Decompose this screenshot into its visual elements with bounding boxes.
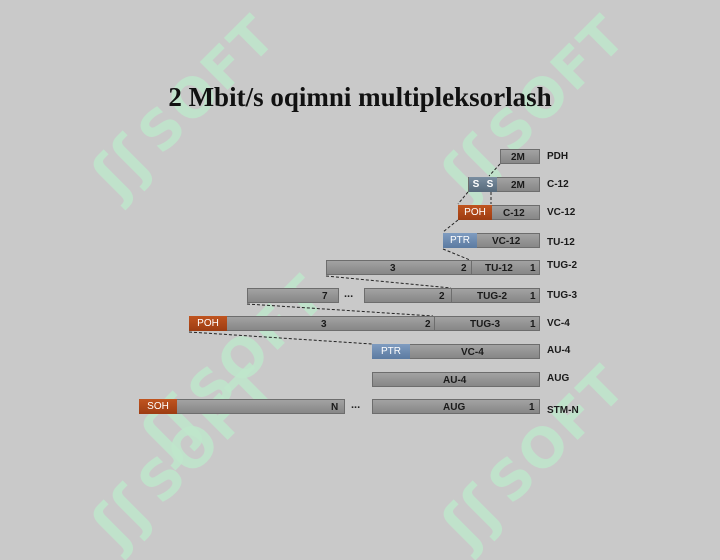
stmn-n1: 1 (529, 402, 535, 413)
tug3-left-bar: 7 (247, 288, 339, 303)
row-label-tu12: TU-12 (547, 237, 575, 248)
c12-2m-label: 2M (511, 180, 525, 191)
page-title: 2 Mbit/s oqimni multipleksorlash (168, 82, 552, 112)
tug3-n7: 7 (322, 291, 328, 302)
c12-s1: S (469, 177, 483, 192)
aug-au4-label: AU-4 (443, 375, 467, 386)
vc4-tug3-label: TUG-3 (470, 319, 500, 330)
c12-s2: S (483, 177, 497, 192)
vc4-n2: 2 (425, 319, 431, 330)
aug-bar: AU-4 (372, 372, 540, 387)
stmn-aug-label: AUG (443, 402, 466, 413)
row-label-tug3: TUG-3 (547, 290, 577, 301)
row-label-tug2: TUG-2 (547, 260, 577, 271)
vc12-poh: POH (458, 205, 492, 220)
tug3-n2: 2 (439, 291, 445, 302)
stmn-left-bar: SOH N (139, 399, 345, 414)
au4-ptr: PTR (372, 344, 410, 359)
au4-vc4-label: VC-4 (461, 347, 484, 358)
tug2-n1: 1 (530, 263, 536, 274)
row-label-vc4: VC-4 (547, 318, 570, 329)
row-label-stmn: STM-N (547, 405, 579, 416)
row-label-pdh: PDH (547, 151, 569, 162)
vc4-poh: POH (189, 316, 227, 331)
row-label-vc12: VC-12 (547, 207, 576, 218)
tug2-n3: 3 (390, 263, 396, 274)
stmn-n-label: N (331, 402, 339, 413)
stmn-dots: ... (351, 399, 361, 411)
tu12-vc12-label: VC-12 (492, 236, 521, 247)
pdh-2m-box: 2M (500, 149, 540, 164)
vc4-n3: 3 (321, 319, 327, 330)
tug2-n2: 2 (461, 263, 467, 274)
au4-bar: PTR VC-4 (372, 344, 540, 359)
tug3-dots: ... (344, 288, 354, 300)
tu12-bar: PTR VC-12 (443, 233, 540, 248)
vc4-n1: 1 (530, 319, 536, 330)
tug2-bar: 3 2 TU-12 1 (326, 260, 540, 275)
tug3-tug2-label: TUG-2 (477, 291, 507, 302)
tug2-tu12-label: TU-12 (485, 263, 513, 274)
stmn-soh: SOH (139, 399, 177, 414)
row-label-aug: AUG (547, 373, 570, 384)
row-label-au4: AU-4 (547, 345, 571, 356)
connector-lines (188, 163, 501, 345)
tu12-ptr: PTR (443, 233, 477, 248)
tug3-n1: 1 (530, 291, 536, 302)
c12-bar: S S 2M (468, 177, 540, 192)
vc12-bar: POH C-12 (458, 205, 540, 220)
vc12-c12-label: C-12 (503, 208, 525, 219)
vc4-bar: POH 3 2 TUG-3 1 (189, 316, 540, 331)
row-label-c12: C-12 (547, 179, 569, 190)
tug3-right-bar: 2 TUG-2 1 (364, 288, 540, 303)
stmn-right-bar: AUG 1 (372, 399, 540, 414)
